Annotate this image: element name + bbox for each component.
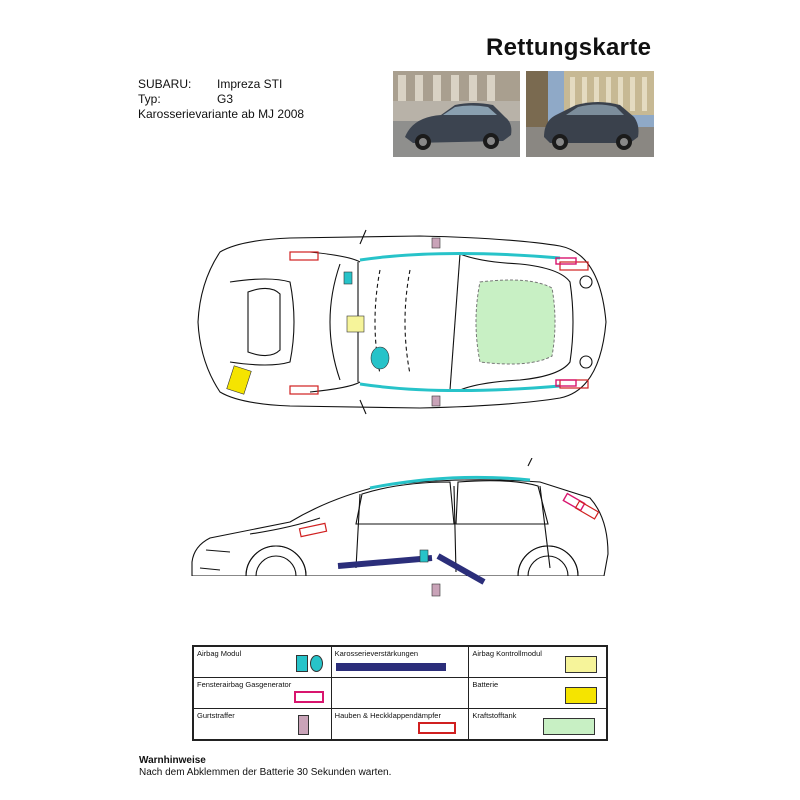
- legend-cell-airbag-module: Airbag Modul: [193, 646, 332, 678]
- battery-icon: [565, 687, 598, 704]
- car-photo-front: [393, 71, 520, 157]
- legend-label: Karosserieverstärkungen: [334, 649, 419, 658]
- legend-label: Hauben & Heckklappendämpfer: [334, 711, 441, 720]
- legend-cell-empty: [330, 677, 470, 709]
- legend-label: Airbag Modul: [197, 649, 242, 658]
- legend-cell-belt-tensioner: Gurtstraffer: [193, 708, 332, 740]
- warning-text: Nach dem Abklemmen der Batterie 30 Sekun…: [139, 767, 392, 778]
- car-photo-rear: [526, 71, 654, 157]
- legend-cell-damper: Hauben & Heckklappendämpfer: [330, 708, 470, 740]
- type-label: Typ:: [138, 92, 161, 106]
- airbag-module-icon: [296, 655, 308, 672]
- legend-cell-fuel-tank: Kraftstofftank: [468, 708, 607, 740]
- legend-label: Gurtstraffer: [197, 711, 235, 720]
- airbag-module-round-icon: [310, 655, 323, 672]
- generator-icon: [294, 691, 324, 703]
- legend-cell-control-module: Airbag Kontrollmodul: [468, 646, 607, 678]
- legend-label: Kraftstofftank: [472, 711, 517, 720]
- fuel-tank-icon: [543, 718, 596, 735]
- body-variant: Karosserievariante ab MJ 2008: [138, 107, 305, 121]
- top-view-diagram: [197, 229, 607, 415]
- warning-heading: Warnhinweise: [139, 755, 206, 766]
- make-label: SUBARU:: [138, 77, 192, 91]
- warning-notes: Warnhinweise Nach dem Abklemmen der Batt…: [139, 755, 391, 779]
- side-view-diagram: [180, 458, 620, 608]
- vehicle-info: SUBARU: Impreza STI Typ: G3 Karosserieva…: [138, 77, 304, 122]
- legend-label: Fensterairbag Gasgenerator: [197, 680, 292, 689]
- legend-label: Batterie: [472, 680, 499, 689]
- legend-cell-window-airbag-generator: Fensterairbag Gasgenerator: [193, 677, 332, 709]
- belt-tensioner-icon: [298, 715, 309, 735]
- legend-cell-battery: Batterie: [468, 677, 607, 709]
- legend-cell-reinforcement: Karosserieverstärkungen: [330, 646, 470, 678]
- page-title: Rettungskarte: [486, 34, 652, 61]
- legend-label: Airbag Kontrollmodul: [472, 649, 542, 658]
- control-module-icon: [565, 656, 598, 673]
- damper-icon: [417, 722, 456, 734]
- legend-table: Airbag Modul Karosserieverstärkungen Air…: [192, 645, 608, 741]
- reinforcement-icon: [335, 663, 446, 671]
- make-value: Impreza STI: [217, 77, 283, 91]
- type-value: G3: [217, 92, 234, 106]
